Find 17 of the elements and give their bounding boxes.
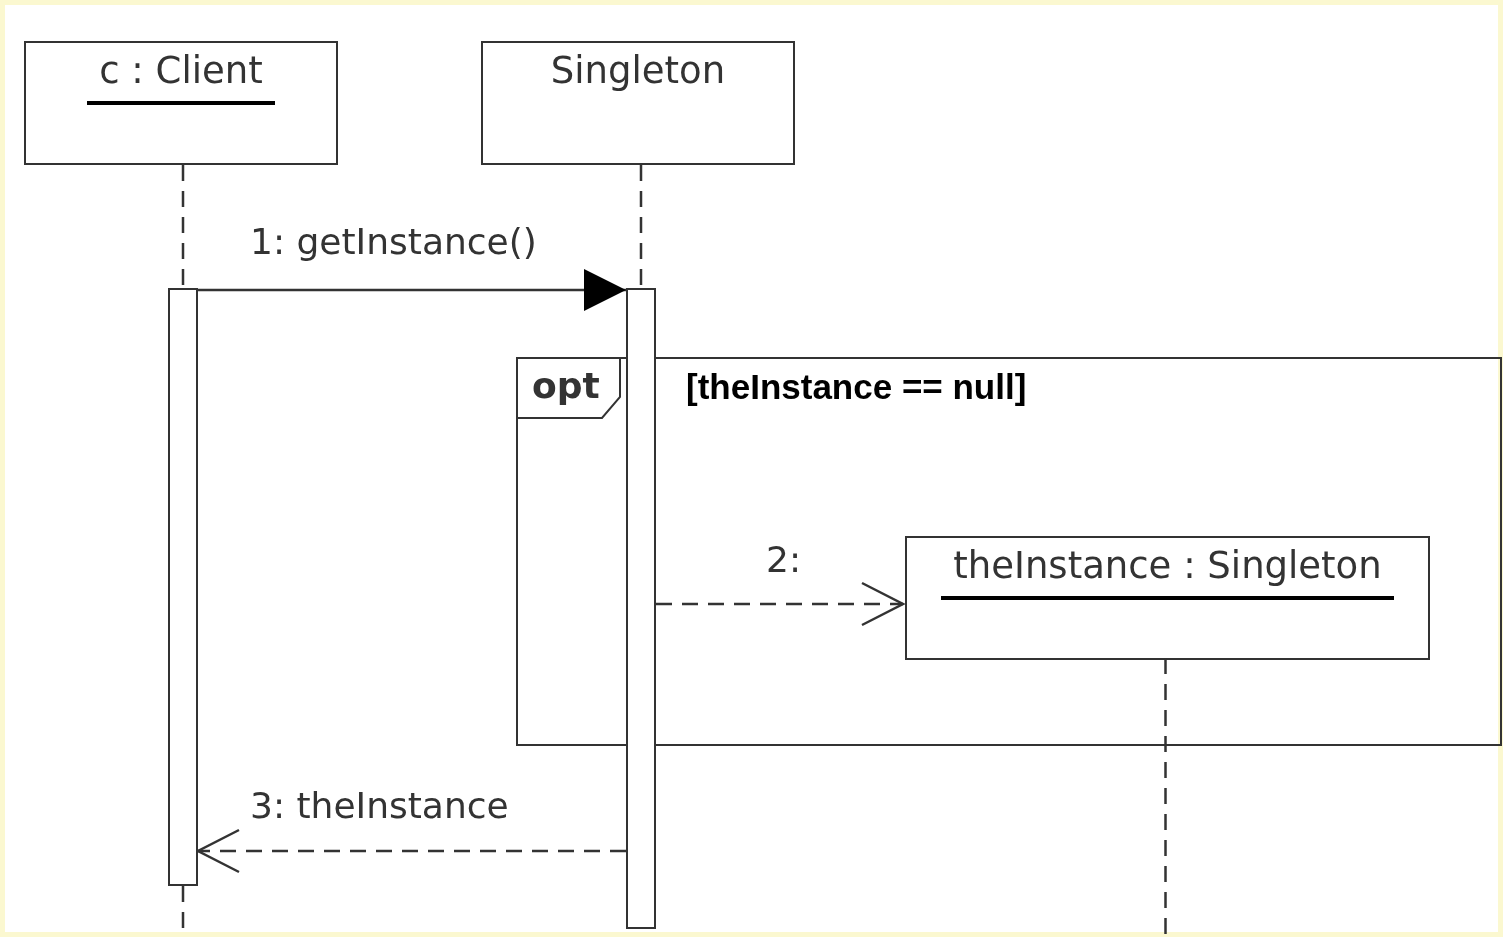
lifeline-box bbox=[481, 41, 795, 165]
lifeline-box bbox=[24, 41, 338, 165]
lifeline bbox=[639, 165, 643, 288]
lifeline-box bbox=[905, 536, 1430, 660]
class-name: Singleton bbox=[550, 49, 726, 92]
lifeline bbox=[1164, 658, 1167, 937]
message-arrow bbox=[656, 581, 905, 627]
activation-bar bbox=[168, 288, 198, 886]
object-name: theInstance : Singleton bbox=[941, 542, 1394, 600]
message-arrow bbox=[196, 828, 626, 874]
activation-bar bbox=[626, 288, 656, 929]
object-name: c : Client bbox=[87, 47, 275, 105]
call-arrow bbox=[198, 269, 626, 311]
fragment-frame bbox=[516, 357, 1502, 746]
fragment-operator: opt bbox=[532, 364, 600, 408]
guard-condition: [theInstance == null] bbox=[686, 366, 1027, 408]
lifeline bbox=[181, 165, 185, 288]
